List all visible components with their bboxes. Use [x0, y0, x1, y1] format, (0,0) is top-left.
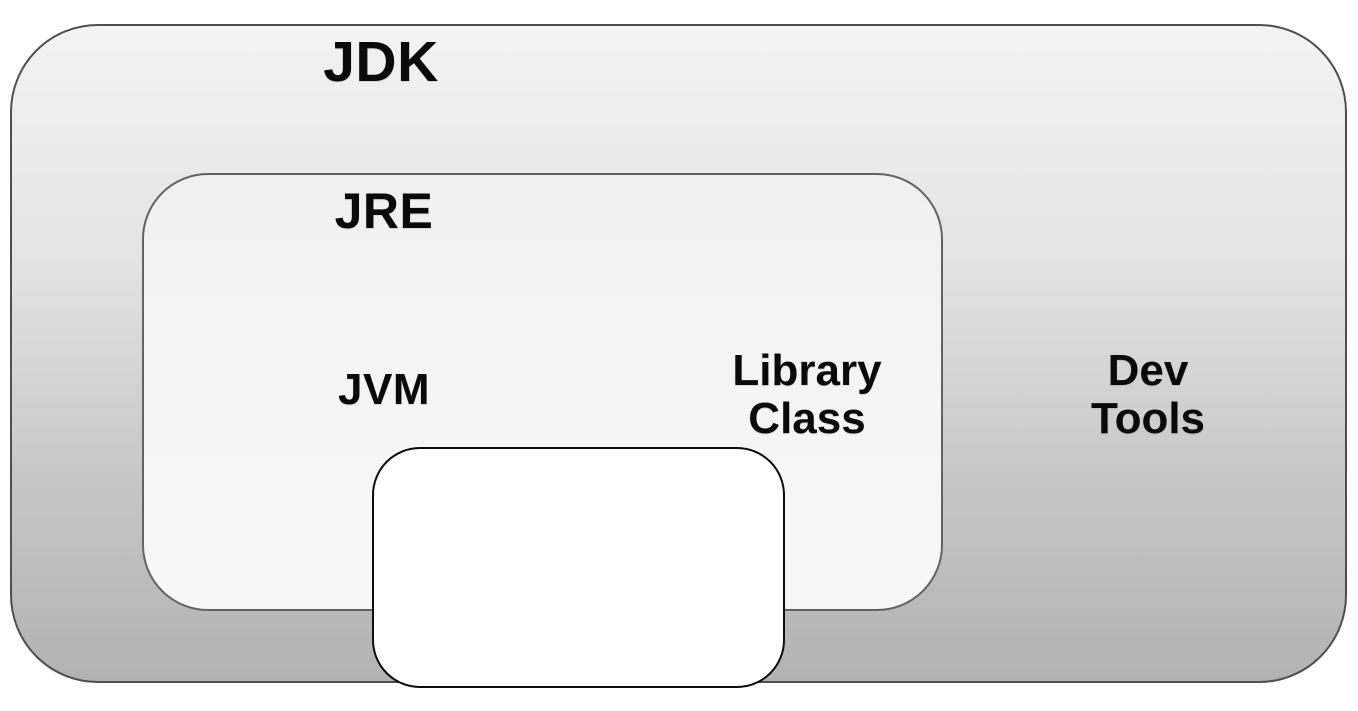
jvm-label: JVM: [338, 365, 430, 414]
jvm-box: [372, 447, 785, 688]
dev-tools-line1: Dev: [1107, 346, 1189, 395]
dev-tools-label: Dev Tools: [1091, 347, 1205, 443]
library-class-line2: Class: [748, 394, 866, 443]
jre-label: JRE: [334, 183, 434, 239]
jdk-container-box: [10, 24, 1347, 688]
jre-container-box: [142, 173, 943, 688]
dev-tools-line2: Tools: [1090, 394, 1206, 443]
jdk-label: JDK: [323, 30, 439, 94]
library-class-label: Library Class: [732, 347, 881, 443]
library-class-line1: Library: [732, 346, 882, 395]
